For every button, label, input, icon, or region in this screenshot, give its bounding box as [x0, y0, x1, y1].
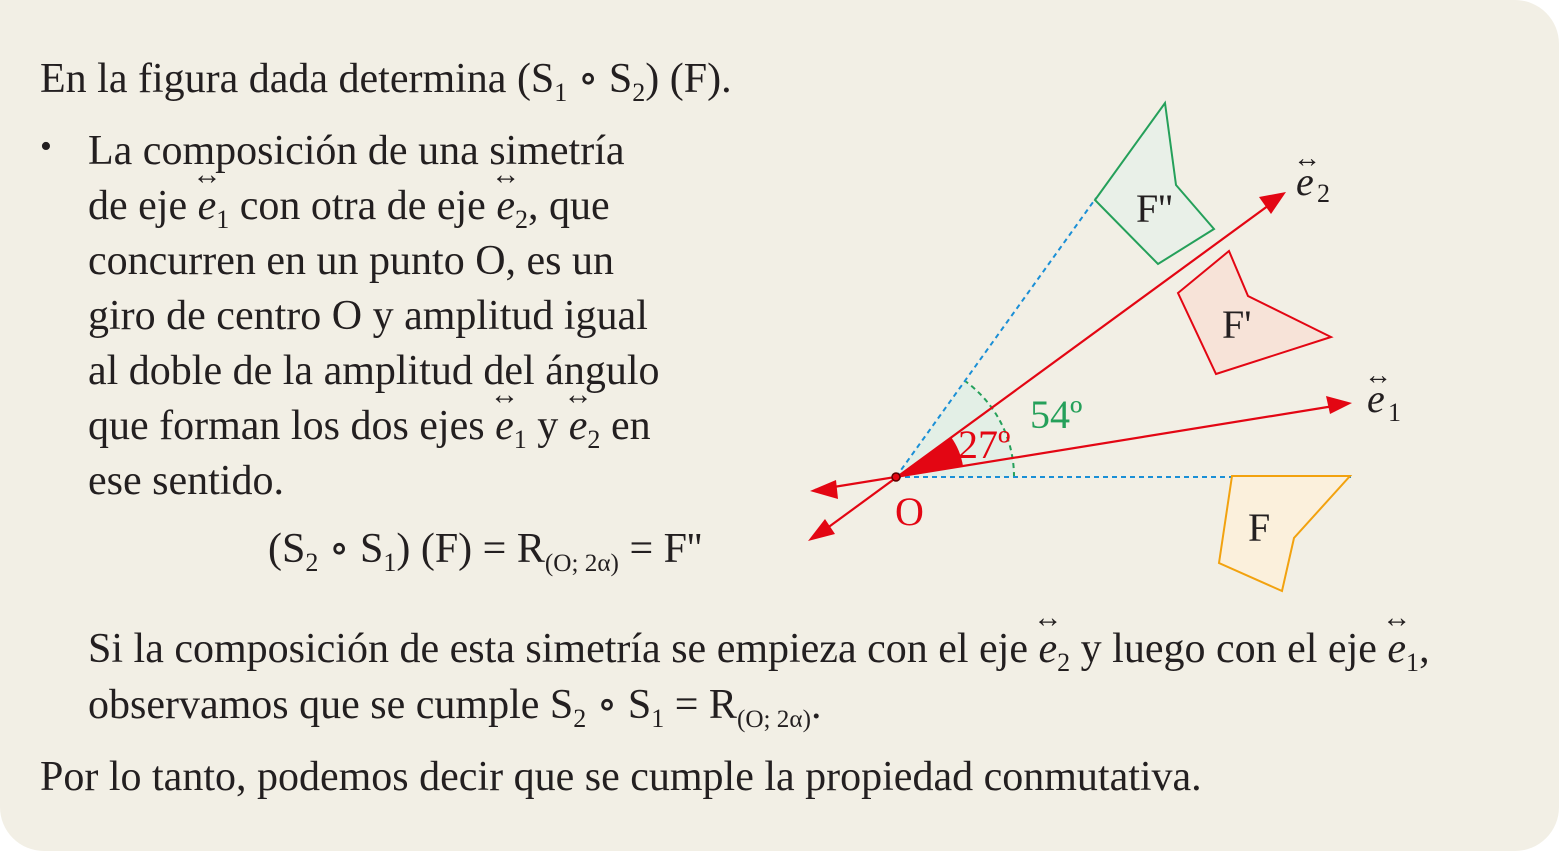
- axis-e2-tail-arrowhead: [808, 519, 835, 541]
- vector-arrow-icon: ↔: [1293, 143, 1321, 174]
- axis-e1-symbol: e: [495, 399, 514, 454]
- axis-e1-line: [814, 403, 1341, 492]
- label-F: F: [1248, 505, 1270, 550]
- label-axis-e1: e: [1367, 376, 1385, 421]
- para2-line-2: observamos que se cumple S2 ∘ S1 = R(O; …: [88, 682, 822, 734]
- label-F-prime: F': [1222, 302, 1251, 347]
- label-axis-e1-sub: 1: [1388, 398, 1401, 427]
- conclusion: Por lo tanto, podemos decir que se cumpl…: [40, 754, 1202, 800]
- axis-e1-tail-arrowhead: [810, 480, 838, 499]
- axis-e2-symbol: e: [569, 399, 588, 454]
- label-axis-e2: e: [1296, 159, 1314, 204]
- angle-27-sector: [896, 437, 963, 477]
- bullet-line-4: giro de centro O y amplitud igual: [88, 293, 648, 339]
- label-angle-54: 54º: [1030, 392, 1082, 437]
- angle-54-sector: [896, 381, 1015, 477]
- para2-line-1: Si la composición de esta simetría se em…: [88, 622, 1430, 677]
- axis-e2-line: [814, 199, 1277, 538]
- label-O: O: [895, 489, 924, 534]
- bullet-line-7: ese sentido.: [88, 458, 284, 504]
- center-point-O: [891, 472, 901, 482]
- axis-e2-symbol: e: [1039, 622, 1058, 677]
- angle-54-arc: [964, 380, 1016, 478]
- figure-F: [1217, 475, 1353, 593]
- bullet-line-3: concurren en un punto O, es un: [88, 238, 615, 284]
- intro-question: En la figura dada determina (S1 ∘ S2) (F…: [40, 56, 732, 108]
- bullet-dot: •: [40, 128, 52, 165]
- axis-e1-symbol: e: [198, 179, 217, 234]
- bullet-line-6: que forman los dos ejes e1 y e2 en: [88, 399, 651, 454]
- label-angle-27: 27º: [958, 422, 1010, 467]
- formula-composition: (S2 ∘ S1) (F) = R(O; 2α) = F'': [268, 526, 703, 578]
- figure-F-double-prime: [1093, 100, 1216, 266]
- figure-F-prime: [1176, 249, 1334, 376]
- label-F-double-prime: F'': [1136, 186, 1173, 231]
- axis-e1-arrowhead: [1326, 396, 1352, 414]
- axis-e2-symbol: e: [496, 179, 515, 234]
- axis-e2-arrowhead: [1259, 192, 1286, 214]
- vector-arrow-icon: ↔: [1364, 360, 1392, 391]
- label-axis-e2-sub: 2: [1317, 179, 1330, 208]
- bullet-line-1: La composición de una simetría: [88, 128, 625, 174]
- guide-line-oblique: [895, 197, 1097, 478]
- axis-e1-symbol: e: [1387, 622, 1406, 677]
- bullet-line-2: de eje e1 con otra de eje e2, que: [88, 179, 610, 234]
